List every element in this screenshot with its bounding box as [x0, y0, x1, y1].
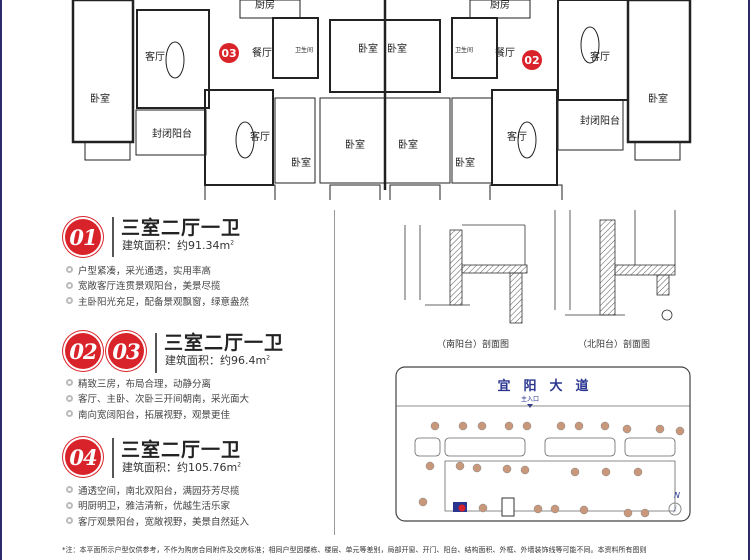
north-balcony-caption: （北阳台）剖面图 [578, 340, 651, 350]
feature-text: 主卧阳光充足，配备景观飘窗，绿意盎然 [78, 296, 250, 308]
unit-title: 三室二厅一卫 [121, 217, 242, 239]
bullet-icon [66, 517, 73, 525]
room-label-bedroom: 卧室 [648, 92, 668, 105]
unit-badge-02: 02 [65, 333, 101, 369]
unit-feature-list: 通透空间，南北双阳台，满园芬芳尽揽 明厨明卫，雅洁清新，优越生活乐家 客厅观景阳… [66, 482, 249, 529]
feature-text: 宽敞客厅连贯景观阳台，美景尽揽 [78, 281, 221, 293]
feature-text: 客厅、主卧、次卧三开间朝南，采光面大 [78, 394, 250, 406]
unit-area-sup: 2 [237, 461, 242, 469]
divider [112, 217, 114, 257]
feature-text: 南向宽阔阳台，拓展视野，观景更佳 [78, 409, 231, 421]
unit-badge-04: 04 [65, 439, 101, 475]
feature-item: 南向宽阔阳台，拓展视野，观景更佳 [66, 406, 249, 422]
room-label-living: 客厅 [250, 130, 270, 143]
room-label-bedroom: 卧室 [358, 42, 378, 55]
unit-marker-03 [219, 43, 239, 63]
room-label-living: 客厅 [507, 130, 527, 143]
room-label-bathroom: 卫生间 [455, 46, 473, 54]
unit-area: 建筑面积：约105.76m2 [122, 459, 241, 475]
unit-badge-01: 01 [65, 219, 101, 255]
room-label-bedroom: 卧室 [398, 138, 418, 151]
north-label: N [674, 491, 680, 500]
room-label-bathroom: 卫生间 [295, 46, 313, 54]
room-label-kitchen: 厨房 [255, 0, 275, 11]
room-label-bedroom: 卧室 [291, 156, 311, 169]
room-label-balcony: 封闭阳台 [152, 127, 192, 140]
unit-area-sup: 2 [230, 239, 235, 247]
feature-text: 精致三房，布局合理，动静分离 [78, 378, 212, 390]
bullet-icon [66, 297, 73, 305]
column-separator [334, 210, 335, 535]
room-label-bedroom: 卧室 [345, 138, 365, 151]
feature-item: 宽敞客厅连贯景观阳台，美景尽揽 [66, 278, 249, 294]
unit-marker-label: 03 [221, 47, 236, 60]
feature-text: 通透空间，南北双阳台，满园芬芳尽揽 [78, 485, 240, 497]
feature-item: 客厅观景阳台，宽敞视野，美景自然延入 [66, 513, 249, 529]
divider [155, 333, 157, 373]
unit-area-text: 建筑面积：约96.4m [165, 354, 267, 367]
unit-feature-list: 精致三房，布局合理，动静分离 客厅、主卧、次卧三开间朝南，采光面大 南向宽阔阳台… [66, 375, 249, 422]
bullet-icon [66, 379, 73, 387]
section-drawings [404, 210, 676, 324]
feature-text: 户型紧凑，采光通透，实用率高 [78, 265, 212, 277]
page-border-right [748, 0, 750, 560]
unit-area: 建筑面积：约96.4m2 [165, 352, 270, 368]
north-arrow-icon [672, 503, 678, 515]
unit-area-text: 建筑面积：约91.34m [122, 239, 231, 252]
feature-item: 精致三房，布局合理，动静分离 [66, 375, 249, 391]
divider [112, 438, 114, 478]
compass-icon [668, 502, 682, 516]
bullet-icon [66, 266, 73, 274]
road-name: 宜 阳 大 道 [497, 378, 588, 394]
feature-item: 明厨明卫，雅洁清新，优越生活乐家 [66, 498, 249, 514]
unit-marker-label: 02 [524, 54, 539, 67]
south-balcony-caption: （南阳台）剖面图 [437, 340, 510, 350]
main-entrance-label: 主入口 [521, 395, 539, 403]
room-label-dining: 餐厅 [495, 46, 515, 59]
unit-feature-list: 户型紧凑，采光通透，实用率高 宽敞客厅连贯景观阳台，美景尽揽 主卧阳光充足，配备… [66, 262, 249, 309]
bullet-icon [66, 394, 73, 402]
unit-area-sup: 2 [266, 354, 271, 362]
unit-area: 建筑面积：约91.34m2 [122, 237, 234, 253]
feature-text: 客厅观景阳台，宽敞视野，美景自然延入 [78, 516, 250, 528]
feature-item: 主卧阳光充足，配备景观飘窗，绿意盎然 [66, 293, 249, 309]
room-label-balcony: 封闭阳台 [580, 114, 620, 127]
unit-title: 三室二厅一卫 [164, 332, 285, 354]
unit-marker-02 [522, 50, 542, 70]
site-map: 宜 阳 大 道 主入口 N [395, 366, 691, 522]
unit-badge-03: 03 [108, 333, 144, 369]
bullet-icon [66, 501, 73, 509]
feature-text: 明厨明卫，雅洁清新，优越生活乐家 [78, 501, 231, 513]
room-label-bedroom: 卧室 [387, 42, 407, 55]
disclaimer-note: *注：本平面所示户型仅供参考，不作为购房合同附件及交房标准；相同户型因楼栋、楼层… [62, 546, 647, 554]
room-label-living: 客厅 [590, 50, 610, 63]
feature-item: 通透空间，南北双阳台，满园芬芳尽揽 [66, 482, 249, 498]
room-label-dining: 餐厅 [252, 46, 272, 59]
room-label-balcony: 封闭阳台 [218, 199, 258, 200]
unit-area-text: 建筑面积：约105.76m [122, 461, 238, 474]
unit-title: 三室二厅一卫 [121, 439, 242, 461]
room-label-living: 客厅 [145, 50, 165, 63]
room-label-balcony: 封闭阳台 [510, 199, 550, 200]
feature-item: 客厅、主卧、次卧三开间朝南，采光面大 [66, 391, 249, 407]
room-label-bedroom: 卧室 [455, 156, 475, 169]
bullet-icon [66, 410, 73, 418]
bullet-icon [66, 281, 73, 289]
floor-plan: 厨房 厨房 餐厅 餐厅 卫生间 卫生间 客厅 客厅 客厅 客厅 卧室 卧室 卧室… [71, 0, 692, 200]
room-label-kitchen: 厨房 [490, 0, 510, 11]
page-border-left [0, 0, 2, 560]
room-label-bedroom: 卧室 [90, 92, 110, 105]
building-markers [418, 421, 685, 518]
feature-item: 户型紧凑，采光通透，实用率高 [66, 262, 249, 278]
current-unit-marker [458, 504, 466, 512]
bullet-icon [66, 486, 73, 494]
sports-court-icon [501, 497, 515, 517]
